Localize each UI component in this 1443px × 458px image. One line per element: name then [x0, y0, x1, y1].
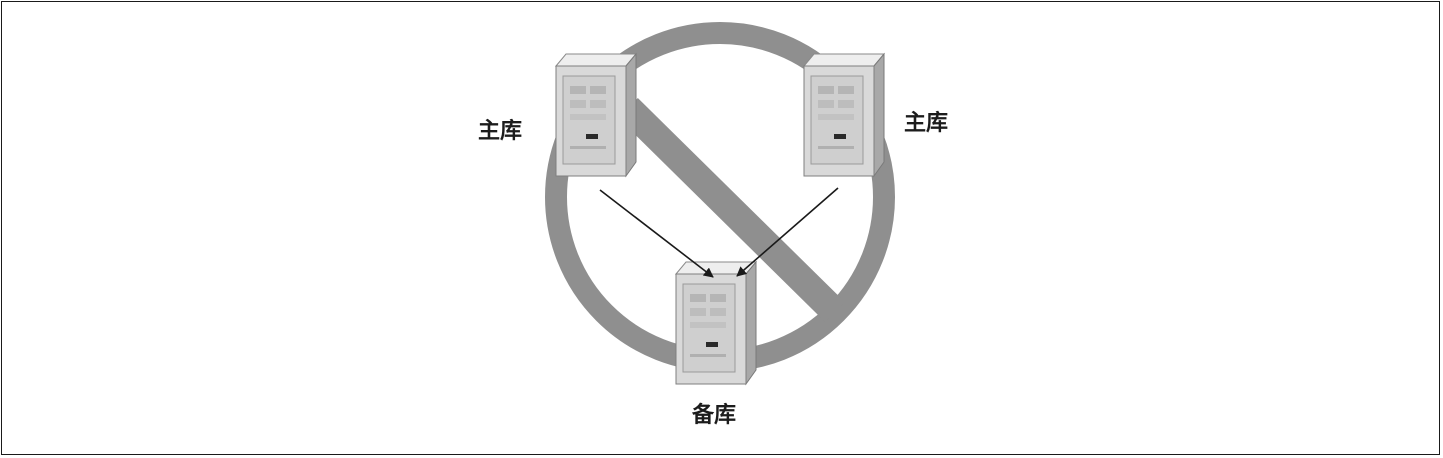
replication-arrow-right	[736, 187, 839, 277]
server-icon-primary-right	[803, 53, 885, 177]
server-icon-standby	[675, 261, 757, 385]
label-primary-left: 主库	[478, 119, 523, 144]
label-primary-right: 主库	[904, 111, 949, 136]
label-standby: 备库	[692, 403, 737, 428]
replication-arrow-left	[599, 189, 714, 278]
server-icon-primary-left	[555, 53, 637, 177]
